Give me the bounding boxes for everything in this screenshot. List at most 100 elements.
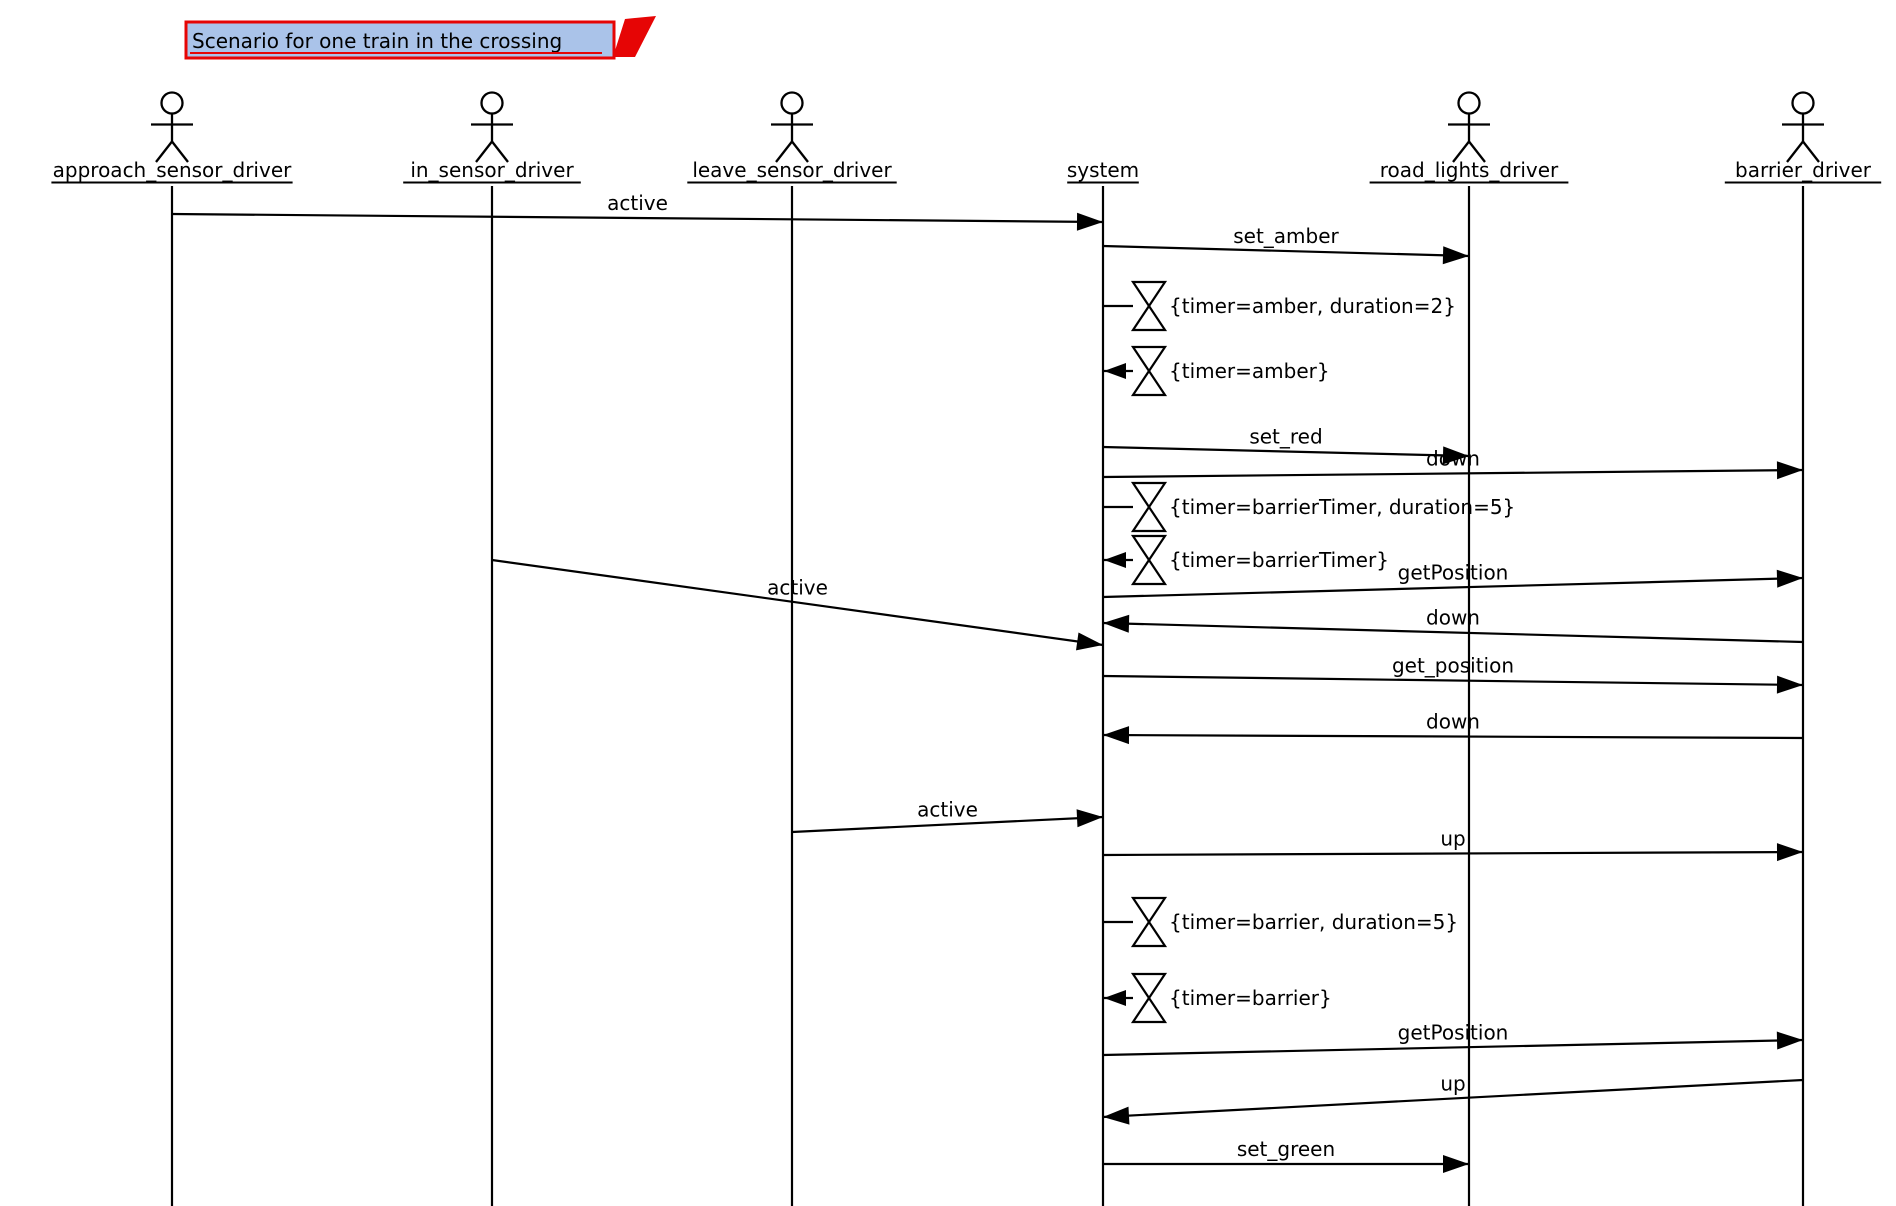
lifeline-system: system: [1067, 158, 1139, 1206]
message-line: [491, 558, 1104, 647]
timer-label: {timer=barrierTimer}: [1169, 548, 1389, 572]
message-set-green: set_green: [1103, 1137, 1469, 1173]
lifeline-road-lights-driver: road_lights_driver: [1369, 91, 1569, 1206]
message-label: active: [917, 798, 978, 822]
timer-label: {timer=barrier, duration=5}: [1169, 910, 1458, 934]
message-line: [1102, 674, 1804, 687]
timer-set: {timer=barrier, duration=5}: [1103, 896, 1458, 948]
actor-icon: [1782, 91, 1824, 163]
actor-leg-right: [171, 140, 189, 163]
message-line: [1102, 244, 1470, 258]
actor-icon: [1448, 91, 1490, 163]
message-label: down: [1426, 447, 1480, 471]
message-active: active: [171, 191, 1104, 231]
actor-icon: [151, 91, 193, 163]
lifeline-approach-sensor-driver: approach_sensor_driver: [51, 91, 293, 1206]
message-line: [1102, 576, 1804, 599]
message-label: set_amber: [1233, 224, 1339, 248]
message-up: up: [1102, 827, 1804, 862]
actor-head: [160, 91, 184, 115]
lifeline-label: barrier_driver: [1735, 158, 1872, 182]
actor-leg-right: [1802, 140, 1820, 163]
timer-set: {timer=amber, duration=2}: [1103, 280, 1456, 332]
arrowhead-icon: [1776, 1031, 1803, 1050]
hourglass-icon: [1130, 481, 1168, 533]
message-label: getPosition: [1398, 1021, 1509, 1045]
timer-expire: {timer=amber}: [1103, 345, 1330, 397]
actor-leg-left: [1452, 140, 1470, 163]
actor-leg-left: [1786, 140, 1804, 163]
message-getposition: getPosition: [1102, 561, 1804, 599]
arrowhead-icon: [1776, 843, 1803, 862]
message-line: [791, 815, 1104, 834]
arrowhead-icon: [1442, 246, 1469, 265]
actor-leg-right: [1468, 140, 1486, 163]
arrowhead-icon: [1776, 675, 1803, 694]
timer-expire-arrowhead-icon: [1104, 990, 1126, 1006]
lifeline-leave-sensor-driver: leave_sensor_driver: [687, 91, 897, 1206]
arrowhead-icon: [1443, 1155, 1469, 1173]
actor-head: [480, 91, 504, 115]
arrowhead-icon: [1076, 212, 1103, 231]
title-banner: Scenario for one train in the crossing: [184, 16, 656, 60]
message-down: down: [1102, 447, 1804, 480]
actor-icon: [471, 91, 513, 163]
message-set-red: set_red: [1102, 425, 1470, 465]
message-label: up: [1440, 1072, 1465, 1096]
arrowhead-icon: [1442, 446, 1469, 465]
message-label: active: [767, 576, 828, 600]
hourglass-icon: [1130, 896, 1168, 948]
lifeline-label: approach_sensor_driver: [53, 158, 292, 182]
timer-label: {timer=barrierTimer, duration=5}: [1169, 495, 1515, 519]
timer-expire: {timer=barrierTimer}: [1103, 534, 1389, 586]
lifeline-barrier-driver: barrier_driver: [1724, 91, 1882, 1206]
message-getposition: getPosition: [1102, 1021, 1804, 1057]
timer-set: {timer=barrierTimer, duration=5}: [1103, 481, 1515, 533]
hourglass-icon: [1130, 345, 1168, 397]
message-line: [1102, 850, 1804, 857]
message-active: active: [491, 558, 1104, 651]
message-line: [1102, 468, 1804, 479]
actor-icon: [771, 91, 813, 163]
timer-label: {timer=amber}: [1169, 359, 1330, 383]
message-label: set_green: [1237, 1137, 1335, 1161]
actor-leg-left: [775, 140, 793, 163]
message-label: up: [1440, 827, 1465, 851]
timer-label: {timer=amber, duration=2}: [1169, 294, 1456, 318]
timer-label: {timer=barrier}: [1169, 986, 1332, 1010]
hourglass-icon: [1130, 972, 1168, 1024]
arrowhead-icon: [1103, 614, 1130, 633]
message-label: get_position: [1392, 654, 1514, 678]
arrowhead-icon: [1776, 461, 1803, 480]
message-up: up: [1102, 1072, 1804, 1125]
message-line: [1102, 621, 1804, 644]
lifeline-label: system: [1067, 158, 1139, 182]
message-label: down: [1426, 710, 1480, 734]
message-line: [1102, 1078, 1804, 1119]
timer-expire-arrowhead-icon: [1104, 363, 1126, 379]
actor-leg-right: [791, 140, 809, 163]
lifeline-label: in_sensor_driver: [410, 158, 574, 182]
message-active: active: [791, 798, 1104, 834]
actor-leg-left: [475, 140, 493, 163]
message-down: down: [1102, 606, 1804, 644]
arrowhead-icon: [1076, 632, 1103, 651]
title-text: Scenario for one train in the crossing: [192, 29, 562, 53]
message-label: down: [1426, 606, 1480, 630]
arrowhead-icon: [1076, 809, 1103, 828]
actor-head: [1791, 91, 1815, 115]
arrowhead-icon: [1776, 569, 1803, 588]
lifeline-in-sensor-driver: in_sensor_driver: [403, 91, 581, 1206]
events-layer: active set_amber {timer=amber, duration=2}…: [171, 191, 1804, 1173]
actor-head: [780, 91, 804, 115]
message-label: active: [607, 191, 668, 215]
actor-leg-right: [491, 140, 509, 163]
message-set-amber: set_amber: [1102, 224, 1470, 265]
hourglass-icon: [1130, 534, 1168, 586]
lifeline-label: leave_sensor_driver: [692, 158, 892, 182]
lifelines-layer: approach_sensor_driver in_sensor_driver le…: [51, 91, 1882, 1206]
message-get-position: get_position: [1102, 654, 1804, 694]
message-line: [171, 212, 1104, 224]
message-line: [1102, 445, 1470, 458]
